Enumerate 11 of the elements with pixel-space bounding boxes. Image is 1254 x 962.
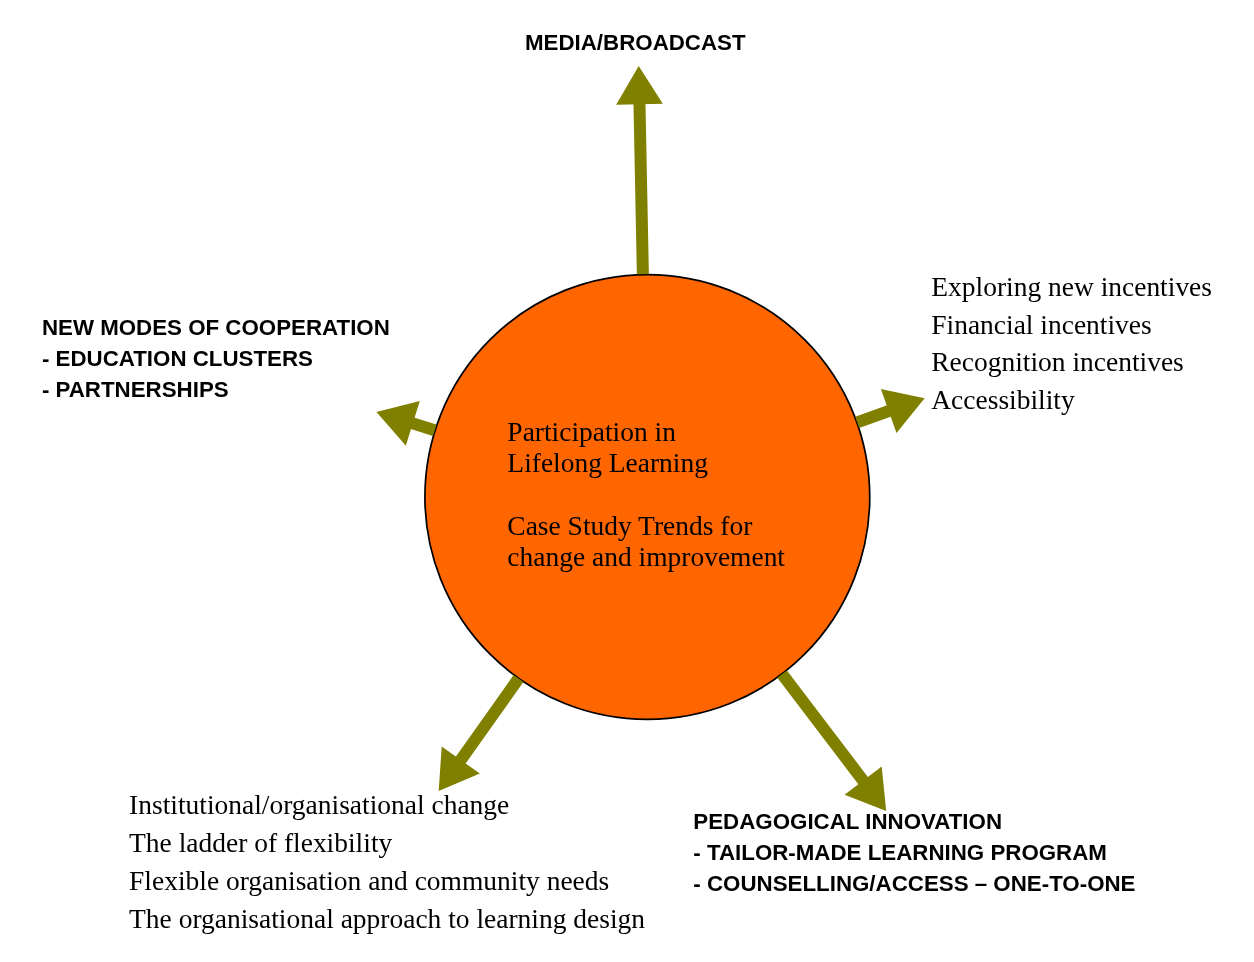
arrow [616, 66, 663, 275]
arrow [376, 401, 437, 446]
arrow [438, 675, 524, 792]
arrow [777, 670, 887, 811]
node-text: Exploring new incentives Financial incentives Recognition incentives Accessibility [931, 271, 1213, 416]
arrow [855, 389, 925, 434]
node-text: Institutional/organisational change The ladder of flexibility Flexible organisation and community needs The organisational approach to learning design [129, 790, 646, 934]
node-text: MEDIA/BROADCAST [524, 30, 746, 56]
node-circle: Participation in Lifelong Learning Case Study Trends for change and improvement [424, 273, 871, 721]
node-text: NEW MODES OF COOPERATION - EDUCATION CLUSTERS - PARTNERSHIPS [41, 315, 390, 403]
node-text: PEDAGOGICAL INNOVATION - TAILOR-MADE LEARNING PROGRAM - COUNSELLING/ACCESS – ONE-TO-ONE [693, 808, 1136, 896]
